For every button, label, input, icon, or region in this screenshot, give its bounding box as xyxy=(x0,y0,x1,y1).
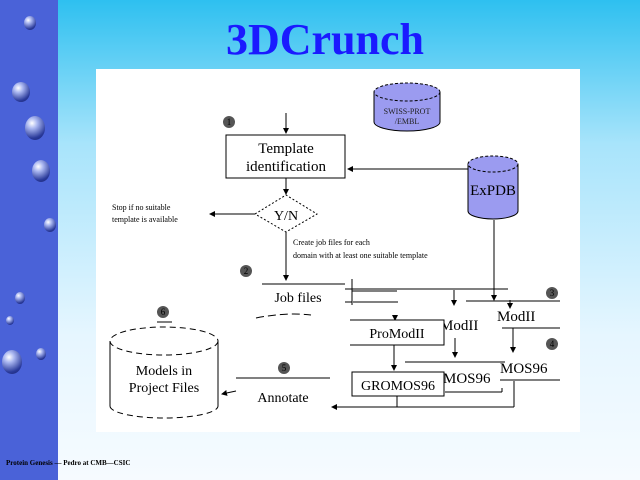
gromos-box xyxy=(351,371,445,397)
step-number: 6 xyxy=(161,307,166,317)
models-database: Models in Project Files xyxy=(109,321,219,419)
step-badge xyxy=(223,116,235,128)
water-drop-decoration xyxy=(24,16,36,30)
promodii-copy-label: ModII xyxy=(497,309,535,325)
template-identification-box xyxy=(225,134,346,179)
water-drop-decoration xyxy=(6,316,14,325)
water-drop-decoration xyxy=(2,350,22,374)
step-badge xyxy=(240,265,252,277)
workflow-diagram: SWISS-PROT /EMBL ExPDB Template identifi… xyxy=(96,69,580,432)
sidebar-strip xyxy=(0,0,58,480)
expdb-database: ExPDB xyxy=(467,155,519,220)
step-number: 4 xyxy=(550,339,555,349)
gromos-copy-label: MOS96 xyxy=(500,361,548,377)
water-drop-decoration xyxy=(15,292,25,304)
stop-note-2: template is available xyxy=(112,215,178,224)
template-label: Template xyxy=(258,141,314,157)
step-badge xyxy=(546,338,558,350)
step-number: 5 xyxy=(282,363,287,373)
step-number: 3 xyxy=(550,288,555,298)
step-badge xyxy=(157,306,169,318)
step-number: 1 xyxy=(227,117,232,127)
slide-footer: Protein Genesis — Pedro at CMB—CSIC xyxy=(6,459,131,467)
decision-label: Y/N xyxy=(274,209,298,224)
gromos-copy-label: MOS96 xyxy=(443,371,491,387)
project-files-label: Project Files xyxy=(129,381,199,396)
water-drop-decoration xyxy=(32,160,50,182)
job-files-label: Job files xyxy=(274,291,321,306)
promodii-copy-label: ModII xyxy=(440,318,478,334)
swissprot-database: SWISS-PROT /EMBL xyxy=(373,82,441,132)
swissprot-label: SWISS-PROT xyxy=(384,107,431,116)
decision-diamond xyxy=(254,194,318,233)
embl-label: /EMBL xyxy=(395,117,420,126)
expdb-label: ExPDB xyxy=(470,183,516,199)
water-drop-decoration xyxy=(36,348,46,360)
identification-label: identification xyxy=(246,159,326,175)
step-number: 2 xyxy=(244,266,249,276)
water-drop-decoration xyxy=(44,218,56,232)
slide-title: 3DCrunch xyxy=(225,15,425,64)
water-drop-decoration xyxy=(12,82,30,102)
gromos-label: GROMOS96 xyxy=(361,379,435,394)
annotate-label: Annotate xyxy=(257,391,308,406)
promodii-label: ProModII xyxy=(369,327,425,342)
step-badge xyxy=(546,287,558,299)
create-note-2: domain with at least one suitable templa… xyxy=(293,251,428,260)
create-note: Create job files for each xyxy=(293,238,370,247)
water-drop-decoration xyxy=(25,116,45,140)
job-files-document: Job files xyxy=(255,279,508,319)
step-badge xyxy=(278,362,290,374)
stop-note: Stop if no suitable xyxy=(112,203,171,212)
models-label: Models in xyxy=(136,364,192,379)
